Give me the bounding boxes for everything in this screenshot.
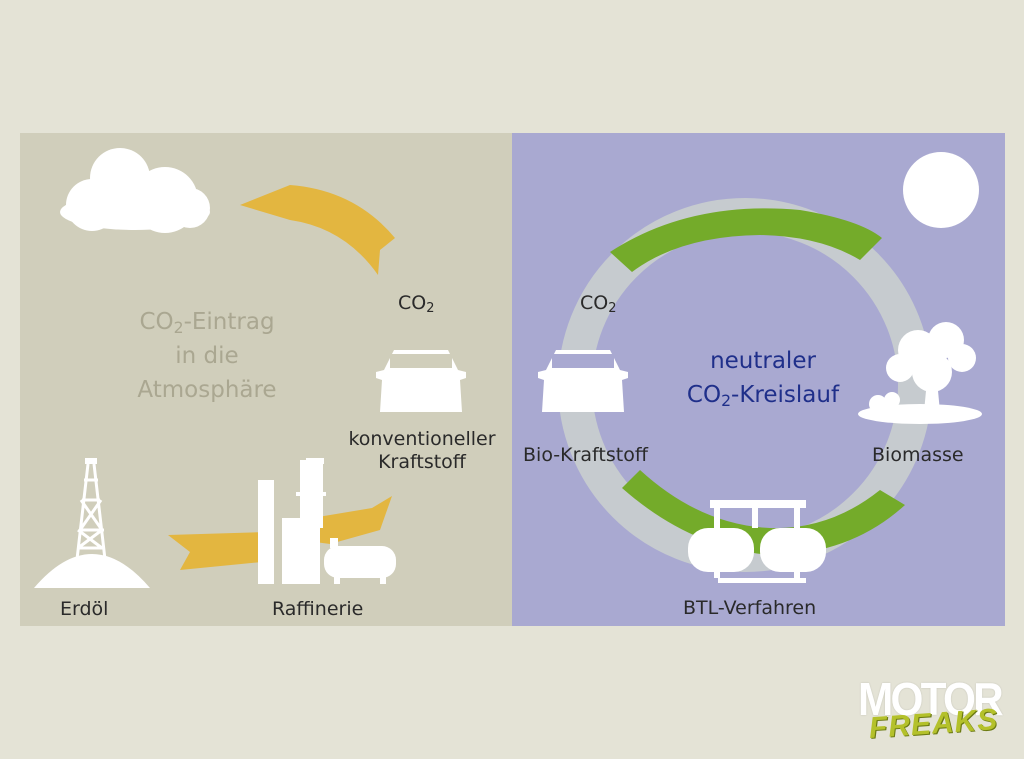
cycle-arrow-bottom: [622, 470, 905, 555]
motorfreaks-logo: MOTOR FREAKS: [858, 676, 1016, 752]
conventional-fuel-label: konventioneller Kraftstoff: [348, 428, 496, 473]
cycle-title: neutraler CO2-Kreislauf: [686, 348, 840, 410]
biomass-label: Biomasse: [872, 444, 964, 466]
production-arrow-tip: [300, 496, 392, 544]
emission-arrow: [240, 185, 395, 275]
emission-title: CO2-Eintrag in die Atmosphäre: [137, 309, 277, 403]
refinery-icon: [258, 458, 396, 584]
logo-freaks-text: FREAKS: [867, 702, 1000, 745]
oil-label: Erdöl: [60, 598, 109, 620]
co2-label-right: CO2: [580, 292, 617, 317]
btl-plant-icon: [688, 500, 826, 583]
btl-label: BTL-Verfahren: [683, 597, 817, 619]
bio-car-icon: [538, 350, 628, 412]
co2-label-left: CO2: [398, 292, 435, 317]
refinery-label: Raffinerie: [272, 598, 364, 620]
production-arrow: [168, 532, 268, 570]
cloud-icon: [60, 148, 210, 233]
oil-derrick-icon: [34, 458, 150, 588]
tree-icon: [858, 322, 982, 424]
logo-motor-text: MOTOR: [858, 673, 1004, 725]
car-icon: [376, 350, 466, 412]
cycle-arrow-top: [610, 208, 882, 272]
sun-icon: [903, 152, 979, 228]
biofuel-label: Bio-Kraftstoff: [523, 444, 648, 466]
